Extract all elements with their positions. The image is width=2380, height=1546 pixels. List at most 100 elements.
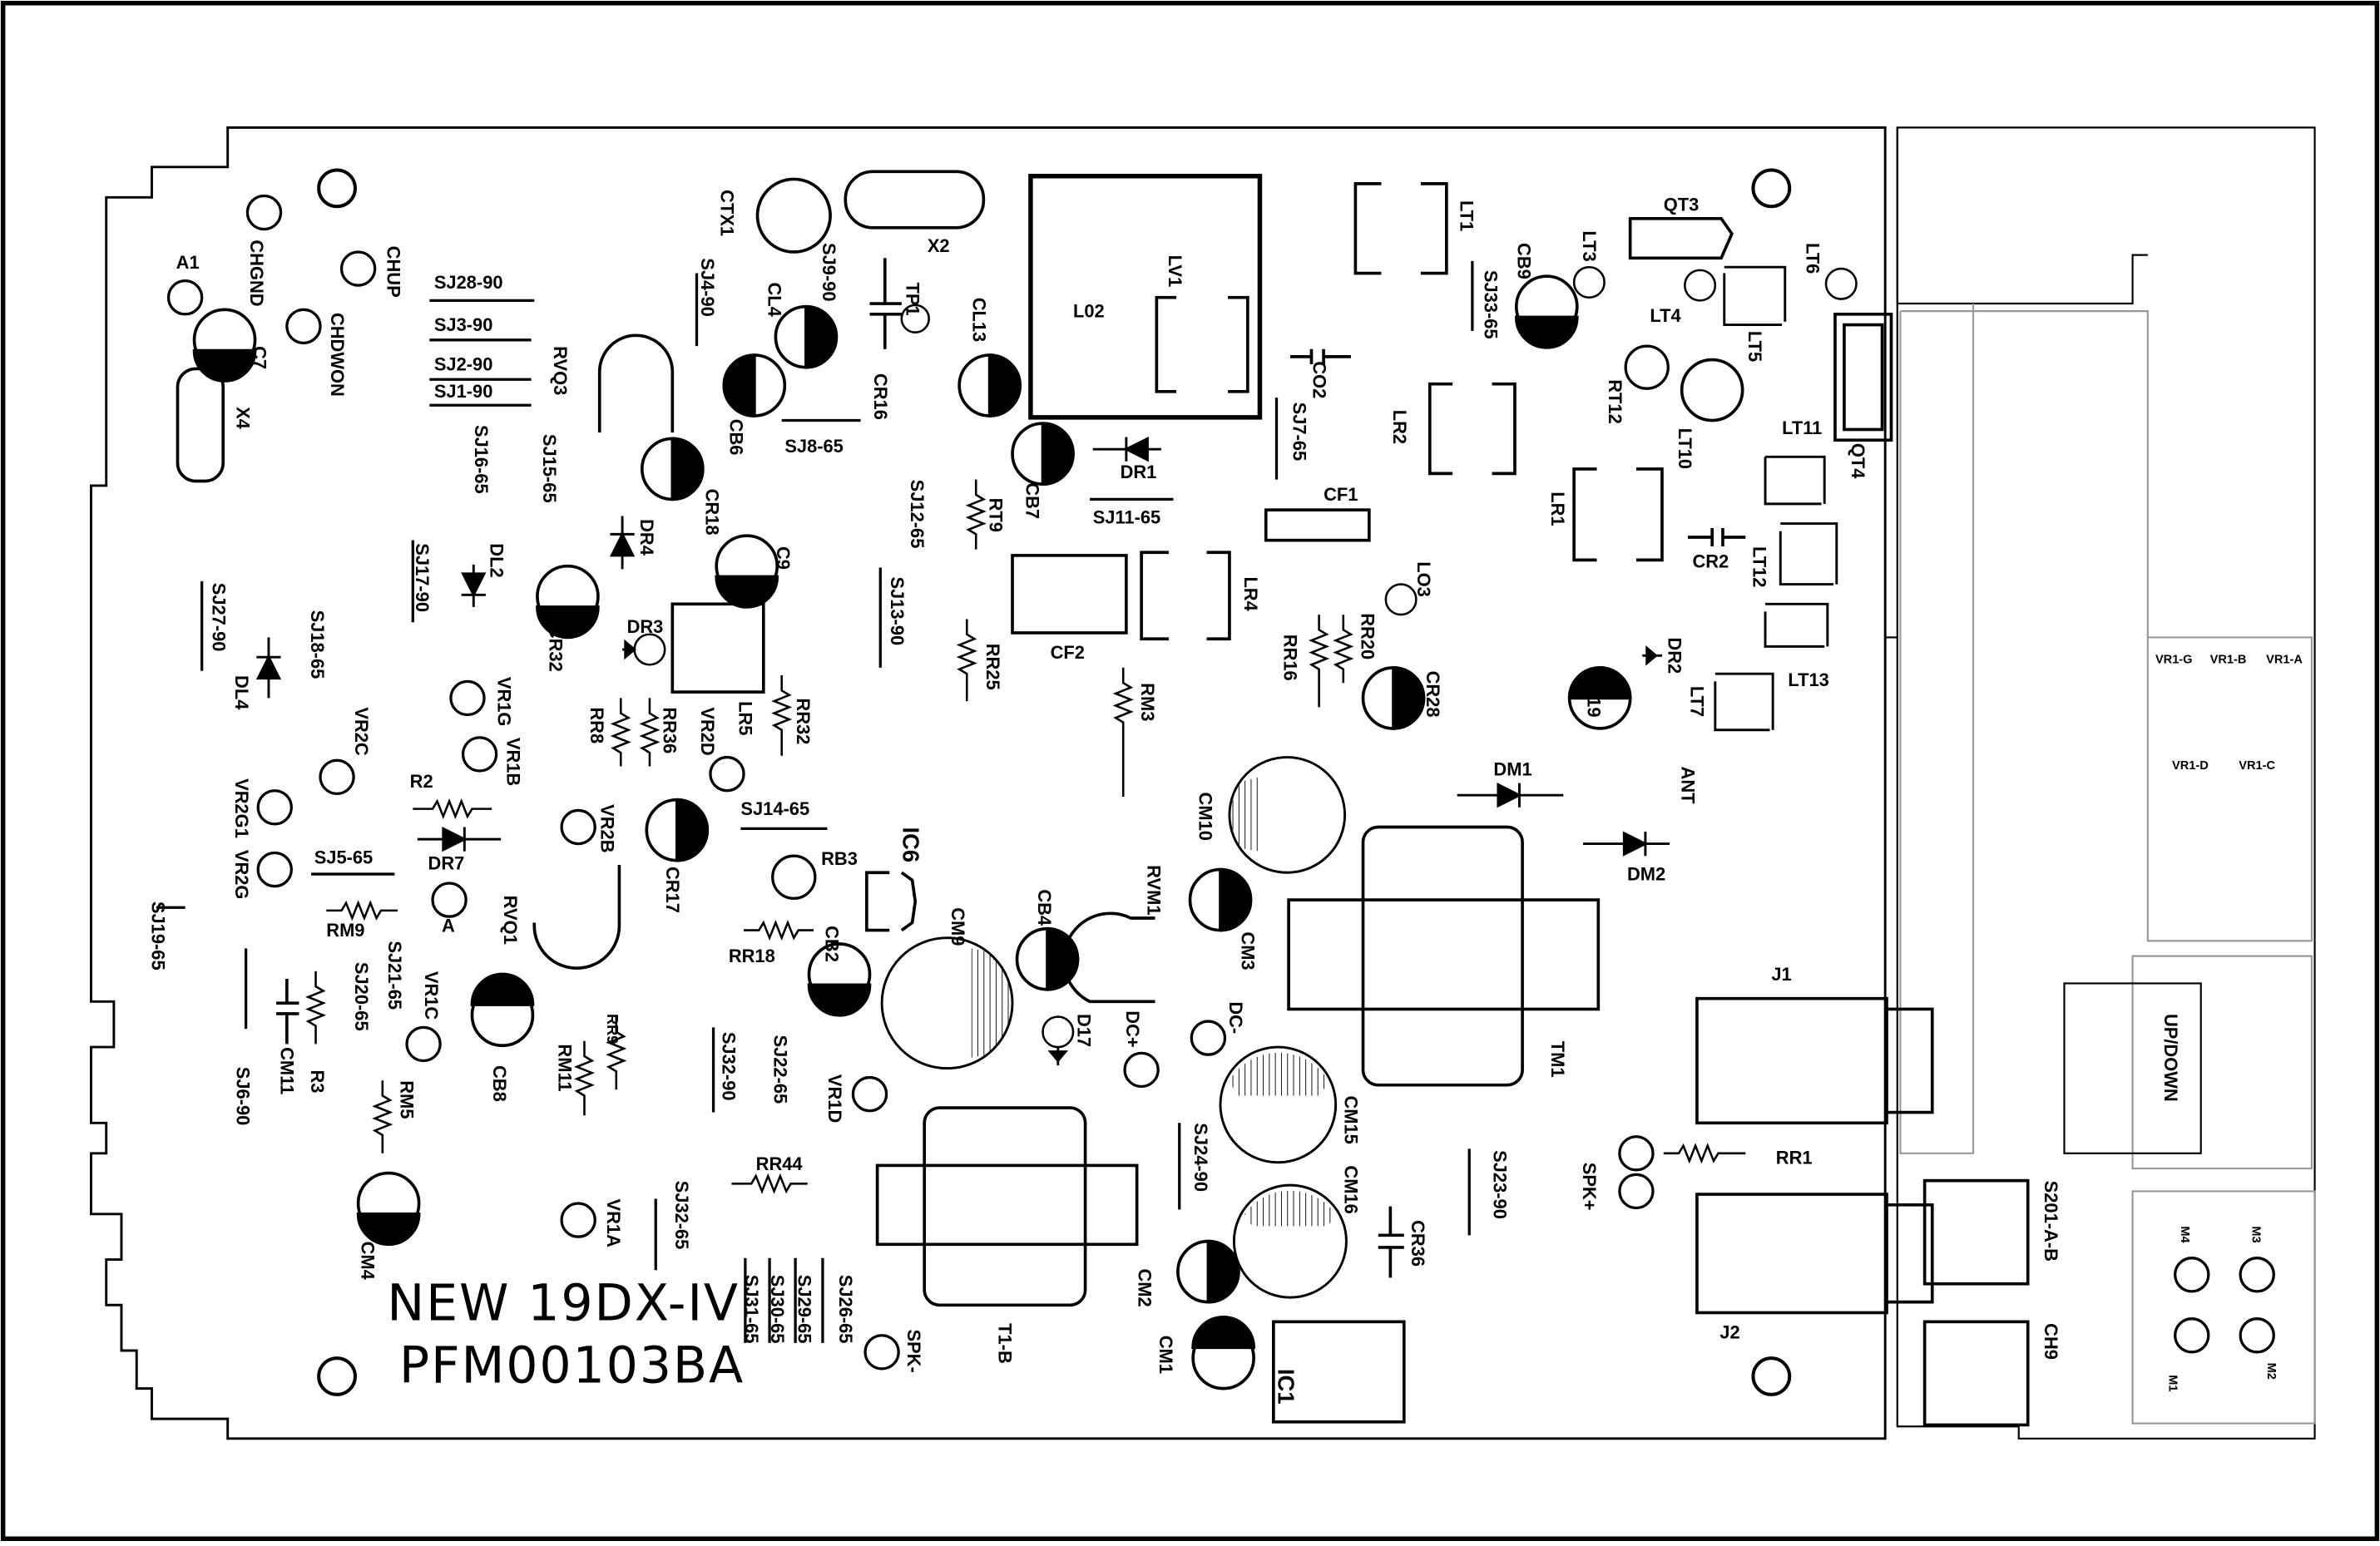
jumper-wires — [156, 260, 1474, 1343]
label-CB6: CB6 — [726, 419, 747, 456]
filter-CF2 — [1011, 554, 1128, 635]
label-SJ20-65: SJ20-65 — [351, 962, 372, 1031]
filter-CF1 — [1264, 508, 1371, 542]
label-CF2: CF2 — [1051, 642, 1085, 663]
label-QT3: QT3 — [1664, 195, 1700, 215]
label-CR28: CR28 — [1423, 671, 1443, 718]
diode-DR7 — [417, 826, 502, 852]
label-LR5: LR5 — [735, 701, 756, 735]
label-VR1-A: VR1-A — [2266, 653, 2303, 666]
label-DR4: DR4 — [636, 519, 657, 556]
label-S201-A-B: S201-A-B — [2041, 1181, 2061, 1262]
label-RR8: RR8 — [586, 707, 607, 743]
label-CM9: CM9 — [948, 907, 968, 946]
label-CM11: CM11 — [277, 1047, 298, 1094]
label-CM15: CM15 — [1341, 1095, 1362, 1143]
label-LT7: LT7 — [1687, 686, 1708, 717]
crystal-X2 — [844, 170, 986, 230]
label-LR1: LR1 — [1547, 491, 1568, 526]
label-VR1C: VR1C — [421, 971, 442, 1020]
cap-CB6 — [722, 353, 787, 417]
label-SJ31-65: SJ31-65 — [741, 1275, 762, 1344]
cap-CB8 — [470, 972, 535, 1048]
label-L02: L02 — [1073, 300, 1105, 321]
cap-CM2 — [1176, 1239, 1240, 1304]
resistors — [304, 479, 1746, 1194]
label-SJ7-65: SJ7-65 — [1289, 403, 1310, 462]
cap-CR28 — [1361, 666, 1426, 730]
cap-CR18 — [640, 437, 705, 501]
cap-CM10 — [1228, 756, 1347, 874]
label-VR2C: VR2C — [351, 707, 372, 756]
label-RR44: RR44 — [756, 1153, 804, 1174]
mounting-holes — [317, 168, 1792, 1396]
cap-CM1 — [1191, 1316, 1255, 1390]
label-CM16: CM16 — [1341, 1165, 1362, 1213]
label-RR18: RR18 — [729, 946, 775, 966]
label-ANT: ANT — [1678, 767, 1699, 805]
label-CM4: CM4 — [357, 1242, 378, 1281]
label-LT1: LT1 — [1456, 200, 1477, 231]
label-VR1-C: VR1-C — [2239, 759, 2275, 773]
label-VR1G: VR1G — [493, 677, 514, 727]
label-D17: D17 — [1073, 1014, 1094, 1047]
label-CHGND: CHGND — [246, 240, 267, 306]
switch-S201-A-B — [1922, 1178, 2030, 1286]
label-X2: X2 — [928, 235, 950, 256]
label-VR1-D: VR1-D — [2172, 759, 2209, 773]
label-CR18: CR18 — [701, 489, 722, 536]
coil-LT10 — [1680, 358, 1744, 422]
label-VR2B: VR2B — [597, 804, 618, 852]
label-SJ26-65: SJ26-65 — [835, 1275, 856, 1344]
label-SJ32-90: SJ32-90 — [719, 1032, 740, 1101]
label-RR32: RR32 — [793, 698, 814, 744]
label-SJ1-90: SJ1-90 — [434, 381, 493, 402]
label-SPK-minus: SPK- — [903, 1329, 924, 1372]
label-LT12: LT12 — [1749, 546, 1769, 587]
label-DM1: DM1 — [1493, 758, 1531, 779]
board-title: NEW 19DX-IV PFM00103BA — [387, 1275, 743, 1395]
label-RM11: RM11 — [554, 1044, 575, 1091]
cap-CR17 — [645, 798, 710, 862]
label-SJ6-90: SJ6-90 — [233, 1067, 254, 1126]
label-SJ9-90: SJ9-90 — [819, 243, 839, 302]
label-R3: R3 — [307, 1069, 328, 1093]
label-RR20: RR20 — [1358, 613, 1378, 659]
label-CO2: CO2 — [1309, 361, 1329, 398]
label-A1: A1 — [176, 252, 200, 273]
diode-DR4 — [609, 516, 636, 570]
label-TM1: TM1 — [1547, 1041, 1568, 1078]
label-DR1: DR1 — [1121, 462, 1157, 482]
label-CM3: CM3 — [1238, 931, 1259, 970]
label-C7: C7 — [250, 346, 270, 369]
label-LR2: LR2 — [1389, 410, 1410, 444]
label-RVM1: RVM1 — [1143, 865, 1164, 915]
connector-QT4 — [1833, 312, 1893, 442]
label-X4: X4 — [233, 407, 254, 430]
label-DL2: DL2 — [486, 543, 507, 577]
label-RVQ3: RVQ3 — [550, 346, 571, 395]
label-DC-plus: DC+ — [1122, 1010, 1143, 1047]
cap-CM15 — [1219, 1045, 1338, 1164]
label-IC6: IC6 — [898, 827, 924, 863]
label-LT10: LT10 — [1675, 428, 1695, 469]
label-VR2G: VR2G — [231, 850, 252, 900]
label-J1: J1 — [1771, 964, 1791, 985]
diode-DR1 — [1092, 437, 1161, 462]
label-VR1A: VR1A — [603, 1199, 624, 1248]
component-labels: A1 SJ28-90 SJ3-90 SJ2-90 SJ1-90 X2 L02 Q… — [147, 190, 2303, 1404]
label-LT5: LT5 — [1744, 331, 1765, 362]
label-SJ11-65: SJ11-65 — [1093, 507, 1161, 528]
transformer-TM1 — [1361, 825, 1524, 1087]
label-CR36: CR36 — [1408, 1220, 1428, 1267]
diode-DR3 — [622, 639, 636, 660]
cap-C7 — [192, 308, 257, 383]
label-J2: J2 — [1719, 1321, 1739, 1342]
label-SJ21-65: SJ21-65 — [384, 941, 405, 1010]
cap-CR32 — [536, 564, 600, 640]
label-CF1: CF1 — [1324, 484, 1358, 505]
label-RT12: RT12 — [1605, 379, 1625, 424]
label-M4: M4 — [2178, 1226, 2191, 1243]
label-RB3: RB3 — [821, 848, 858, 869]
label-SJ32-65: SJ32-65 — [671, 1181, 692, 1250]
